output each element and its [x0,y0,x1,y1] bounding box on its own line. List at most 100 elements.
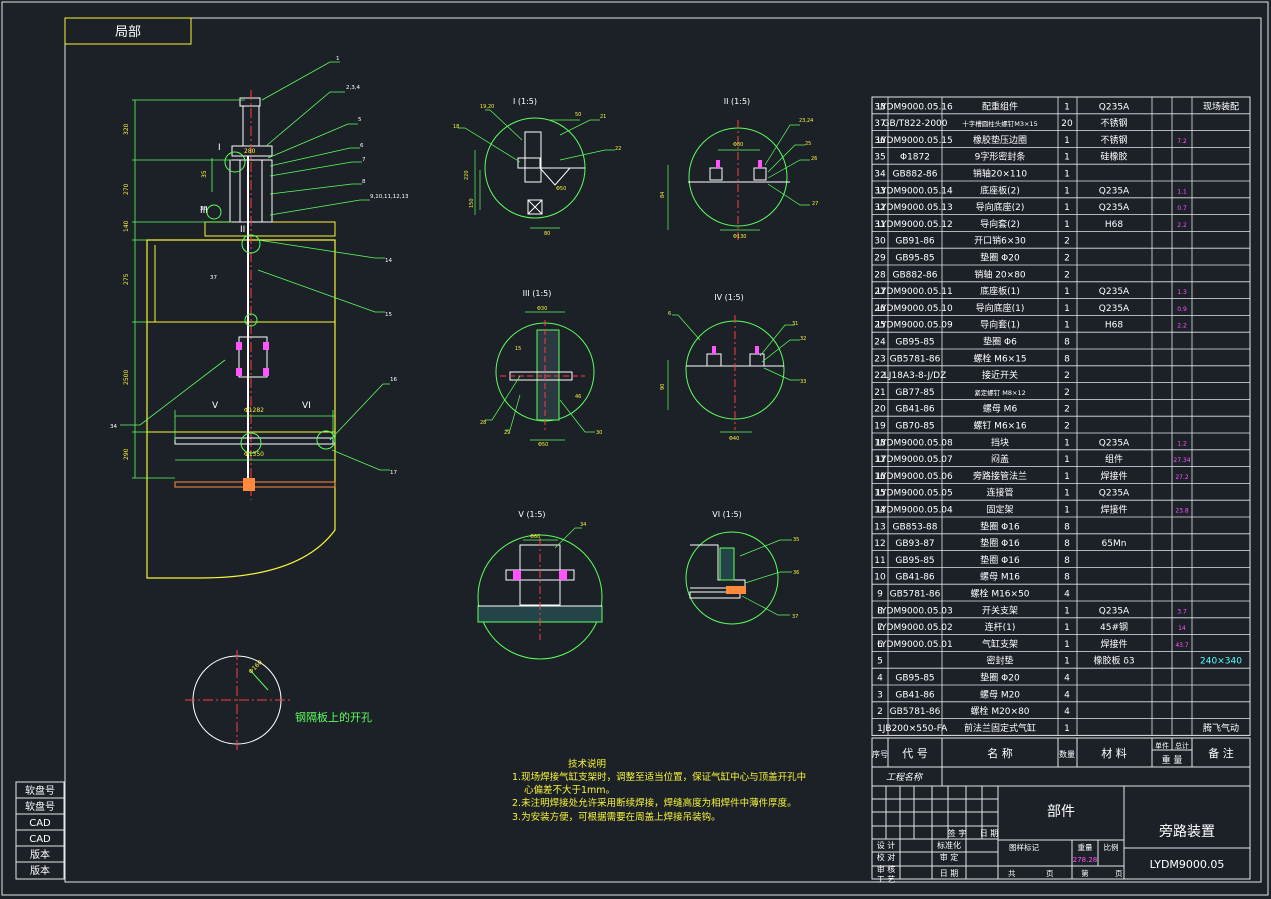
bom-cell-no: 22 [874,371,885,381]
bom-cell-remark: 现场装配 [1203,100,1239,112]
bom-cell-name: 前法兰固定式气缸 [964,722,1036,734]
bom-cell-name: 配重组件 [982,100,1018,112]
dimension-lines [132,99,335,479]
bom-cell-code: LYDM9000.05.09 [877,321,953,331]
bom-cell-weight: 2.2 [1177,323,1187,330]
bom-cell-name: 十字槽圆柱头螺钉M3×15 [962,119,1037,128]
bom-cell-material: 组件 [1105,453,1123,465]
bom-cell-remark: 240×340 [1200,657,1242,667]
svg-text:8: 8 [362,179,366,185]
bom-cell-code: GB5781-86 [890,590,941,600]
bom-cell-code: GB882-86 [892,270,937,280]
bom-cell-code: LYDM9000.05.15 [877,136,953,146]
bom-cell-material: Q235A [1099,102,1130,112]
guide-marker [263,368,269,376]
bom-cell-material: Q235A [1099,287,1130,297]
tech-note-line-4: 3.为安装方便，可根据需要在周盖上焊接吊装钩。 [512,811,721,823]
bom-cell-no: 15 [874,489,885,499]
bom-cell-material: Q235A [1099,203,1130,213]
bom-cell-material: 不锈钢 [1100,117,1127,129]
svg-text:25: 25 [805,141,811,147]
bom-cell-qty: 4 [1064,674,1070,684]
bom-cell-name: 连接管 [986,487,1013,499]
svg-text:37: 37 [792,614,798,620]
bom-cell-weight: 43.7 [1175,642,1189,649]
svg-text:50: 50 [575,112,581,118]
scale-label: 比例 [1104,842,1119,852]
bom-cell-qty: 1 [1064,623,1070,633]
bom-cell-name: 导向底座(2) [976,201,1025,213]
svg-text:280: 280 [244,148,256,155]
bom-cell-no: 37 [874,119,885,129]
label-vi: VI [302,401,311,411]
bom-cell-qty: 1 [1064,506,1070,516]
bom-cell-qty: 1 [1064,186,1070,196]
cover-plate [174,437,334,445]
row-review: 审 核 [877,864,896,874]
bom-cell-weight: 3.7 [1177,608,1187,615]
sheet-label: 共 [1008,869,1016,878]
bom-cell-name: 螺栓 M20×80 [970,705,1029,717]
page-unit: 页 [1115,869,1123,878]
label-iii: III [200,206,208,216]
row-check: 校 对 [877,852,896,862]
cylinder-cap [239,97,261,107]
hatched-block [536,329,560,421]
bom-cell-qty: 1 [1064,640,1070,650]
bom-cell-no: 18 [874,438,886,448]
bom-cell-code: LYDM9000.05.04 [877,506,953,516]
svg-text:22: 22 [615,146,621,152]
bom-cell-qty: 1 [1064,287,1070,297]
svg-text:33: 33 [800,379,806,385]
bom-cell-no: 5 [877,657,883,667]
bom-cell-code: LYDM9000.05.08 [877,438,953,448]
bom-cell-no: 2 [877,707,883,717]
bom-cell-name: 底座板(1) [980,285,1020,297]
bom-cell-weight: 2.2 [1177,222,1187,229]
detail-circle-vi [316,430,336,450]
date-label: 日 期 [940,869,959,878]
bom-cell-weight: 0.9 [1177,306,1187,313]
bom-cell-qty: 1 [1064,321,1070,331]
bom-cell-code: GB95-85 [895,674,934,684]
detail-circle [685,531,779,625]
bom-cell-qty: 1 [1064,153,1070,163]
bom-cell-weight: 1.1 [1177,188,1187,195]
bom-cell-qty: 8 [1064,539,1070,549]
bom-cell-qty: 1 [1064,220,1070,230]
bom-cell-weight: 7.2 [1177,138,1187,145]
bom-cell-weight: 0.7 [1177,205,1187,212]
detail-view-v: V (1:5) Φ80 34 [477,510,603,660]
svg-text:Φ1282: Φ1282 [244,407,264,414]
bom-cell-name: 橡胶垫压边圈 [973,134,1027,146]
svg-text:7: 7 [362,157,366,163]
svg-text:84: 84 [660,192,666,198]
svg-text:36: 36 [200,206,207,212]
bom-cell-no: 7 [877,623,883,633]
bom-cell-no: 17 [874,455,885,465]
bom-cell-qty: 1 [1064,455,1070,465]
bom-cell-name: 底座板(2) [980,184,1020,196]
label-v: V [212,401,219,411]
bom-cell-code: LYDM9000.05.01 [877,640,953,650]
detail-circle-iv [244,313,258,327]
bom-cell-code: GB95-85 [895,556,934,566]
svg-text:80: 80 [544,231,550,237]
drawing-name: 旁路装置 [1159,823,1215,840]
detail-title-iv: IV (1:5) [714,293,744,302]
detail-title-i: I (1:5) [513,97,537,106]
bom-cell-name: 销轴20×110 [973,168,1027,180]
svg-text:27: 27 [812,201,818,207]
bom-cell-code: GB95-85 [895,338,934,348]
bom-cell-qty: 1 [1064,606,1070,616]
bom-cell-name: 螺母 M6 [983,404,1018,415]
svg-text:220: 220 [464,170,470,180]
